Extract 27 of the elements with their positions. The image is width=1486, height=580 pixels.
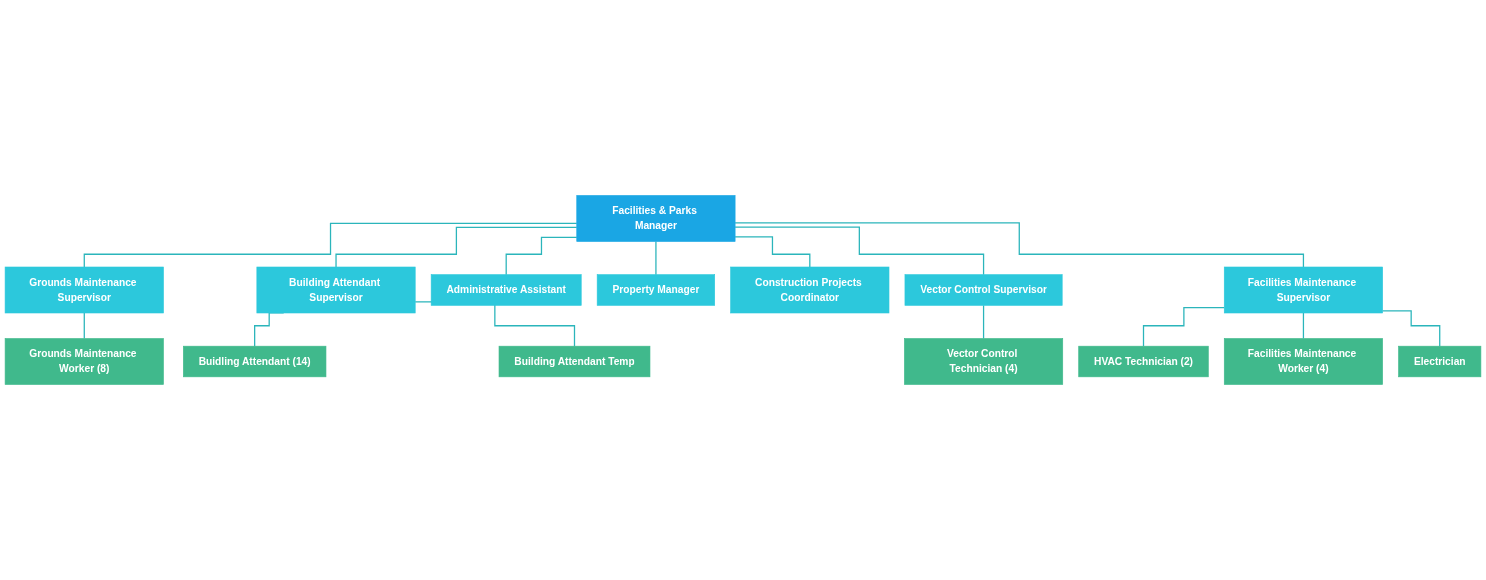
node-box: Facilities & Parks Manager <box>576 195 736 242</box>
node-box: Vector Control Technician (4) <box>904 338 1064 385</box>
connector <box>734 226 985 276</box>
node-box: Facilities Maintenance Worker (4) <box>1223 338 1383 385</box>
connector <box>1302 312 1305 340</box>
node-box: Facilities Maintenance Supervisor <box>1223 266 1383 314</box>
connector <box>83 312 85 340</box>
connector <box>655 240 657 276</box>
connector <box>335 226 578 268</box>
node-box: Administrative Assistant <box>430 274 582 306</box>
connector <box>982 304 985 340</box>
connector <box>734 236 811 268</box>
connector <box>1142 307 1225 347</box>
connector <box>505 236 578 276</box>
node-box: Vector Control Supervisor <box>904 274 1063 306</box>
connector <box>1381 310 1441 347</box>
node-box: Grounds Maintenance Supervisor <box>4 266 164 314</box>
node-box: Property Manager <box>596 274 715 306</box>
node-box: Building Attendant Temp <box>498 345 651 378</box>
connector <box>83 222 578 268</box>
node-box: Buidling Attendant (14) <box>183 345 327 378</box>
connector <box>734 222 1305 268</box>
node-box: HVAC Technician (2) <box>1078 345 1209 378</box>
node-box: Electrician <box>1398 345 1482 378</box>
node-box: Grounds Maintenance Worker (8) <box>4 338 164 385</box>
node-box: Construction Projects Coordinator <box>730 266 890 314</box>
node-box: Building Attendant Supervisor <box>256 266 416 314</box>
